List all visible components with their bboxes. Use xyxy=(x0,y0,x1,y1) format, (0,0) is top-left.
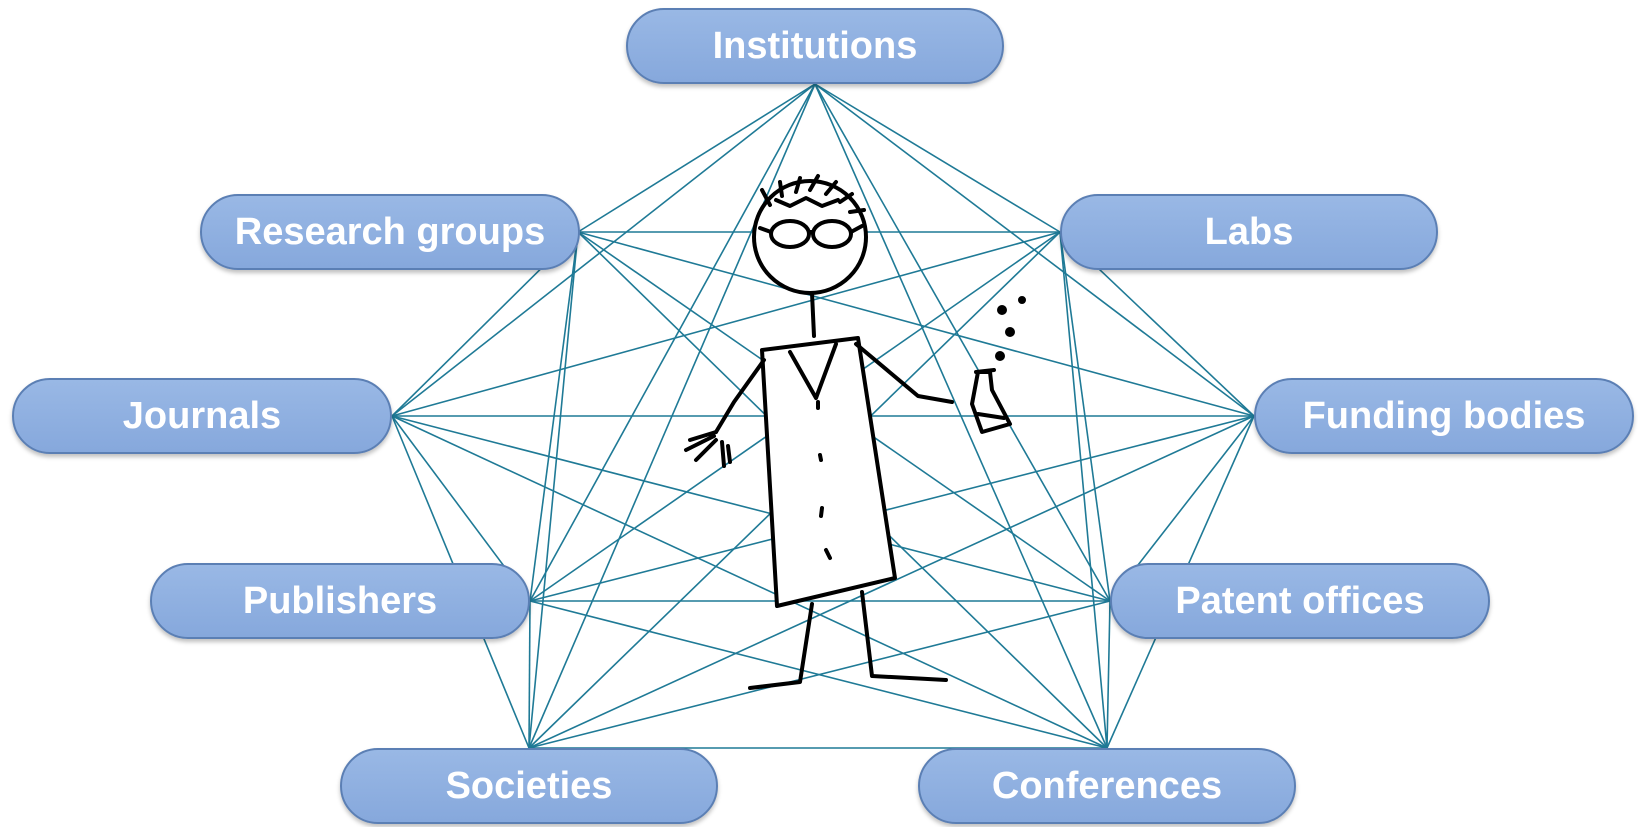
connection-line xyxy=(577,231,1255,417)
connection-line xyxy=(1059,231,1108,749)
node-labs: Labs xyxy=(1060,194,1438,270)
connection-line xyxy=(528,600,1111,749)
node-societies: Societies xyxy=(340,748,718,824)
scientist-figure-icon xyxy=(684,174,1026,690)
connection-line xyxy=(814,83,1061,233)
connection-line xyxy=(529,415,1255,602)
connection-line xyxy=(528,600,531,749)
connection-line xyxy=(577,83,816,233)
node-funding-bodies: Funding bodies xyxy=(1254,378,1634,454)
connection-line xyxy=(1106,600,1111,749)
connection-line xyxy=(391,415,1108,749)
node-conferences: Conferences xyxy=(918,748,1296,824)
connection-line xyxy=(528,415,1255,749)
connection-line xyxy=(528,231,579,749)
connection-line xyxy=(391,415,1111,602)
node-institutions: Institutions xyxy=(626,8,1004,84)
node-publishers: Publishers xyxy=(150,563,530,639)
node-research-groups: Research groups xyxy=(200,194,580,270)
connection-line xyxy=(814,83,1111,602)
connection-line xyxy=(529,83,816,602)
node-patent-offices: Patent offices xyxy=(1110,563,1490,639)
connection-line xyxy=(391,231,1061,417)
node-journals: Journals xyxy=(12,378,392,454)
